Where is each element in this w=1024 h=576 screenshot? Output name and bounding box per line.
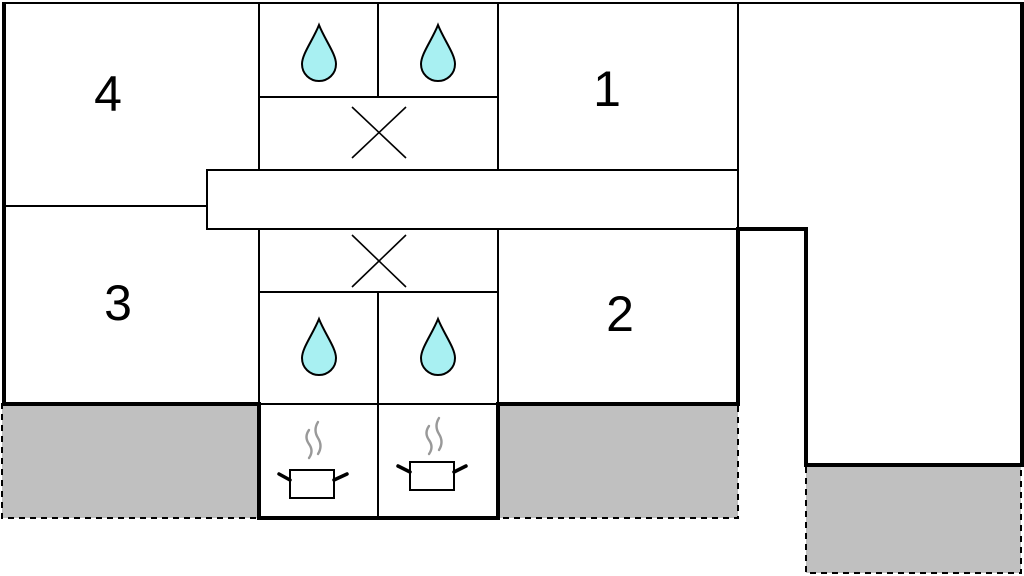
terrace-middle (497, 403, 739, 519)
interior-walls (4, 4, 739, 518)
outer-wall (2, 2, 1024, 520)
room-2-label: 2 (606, 286, 634, 342)
room-1-label: 1 (593, 61, 621, 117)
room-1 (498, 4, 738, 170)
terraces (1, 403, 1022, 574)
cooking-pot-icon (277, 420, 349, 499)
terrace-right (805, 464, 1022, 574)
room-3-label: 3 (104, 275, 132, 331)
bathrooms (300, 22, 457, 377)
room-3 (4, 206, 259, 403)
water-drop-icon (300, 316, 338, 377)
rooms (4, 4, 738, 403)
room-labels: 4 3 1 2 (94, 61, 634, 342)
terrace-left (1, 403, 260, 519)
water-drop-icon (300, 22, 338, 83)
room-4-label: 4 (94, 66, 122, 122)
corridor-outline (206, 169, 739, 230)
kitchens (277, 416, 468, 499)
cross-icon (351, 106, 407, 159)
room-2 (498, 229, 738, 403)
cross-icon (351, 234, 407, 288)
outer-walls (2, 2, 1024, 520)
water-drop-icon (419, 22, 457, 83)
storage-markers (351, 106, 407, 288)
corridor (207, 170, 738, 229)
cooking-pot-icon (396, 416, 468, 491)
water-drop-icon (419, 316, 457, 377)
